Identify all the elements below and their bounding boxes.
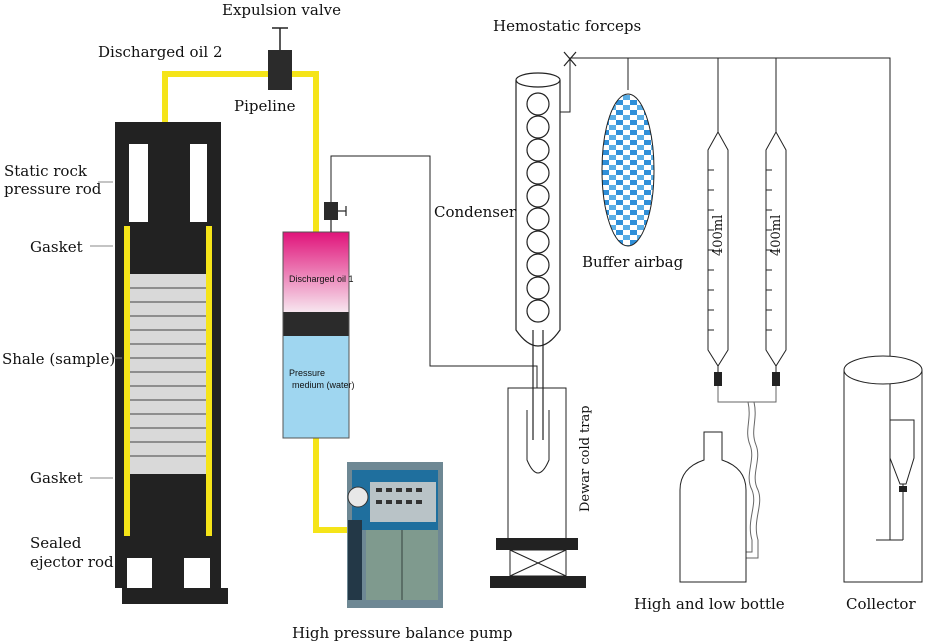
label-dewar-cold-trap: Dewar cold trap [578,405,593,512]
oil-water-cylinder [282,231,350,439]
gasket-top [129,222,207,274]
pressure-medium-chamber [283,336,349,438]
label-sealed-1: Sealed [30,534,82,552]
sealed-ejector-rod [115,536,221,558]
dewar-cold-trap [490,387,586,588]
label-collector: Collector [846,595,916,613]
high-pressure-pump-image [347,462,443,608]
label-pressure-medium-2: medium (water) [292,380,355,390]
label-buffer-airbag: Buffer airbag [582,253,684,271]
label-cylinder-1-volume: 400ml [711,215,726,256]
label-discharged-oil-2: Discharged oil 2 [98,43,222,61]
cylinder-2-valve-icon [772,372,780,386]
label-discharged-oil-1: Discharged oil 1 [289,274,354,284]
label-pressure-medium-1: Pressure [289,368,325,378]
label-pipeline: Pipeline [234,97,296,115]
label-shale: Shale (sample) [2,350,115,368]
discharged-oil-1-chamber [283,232,349,312]
label-sealed-2: ejector rod [30,553,114,571]
label-expulsion-valve: Expulsion valve [222,1,341,19]
cylinder-valve-icon [324,202,347,232]
expulsion-valve-icon [268,27,292,90]
yellow-pipeline [162,71,350,533]
label-static-rock-2: pressure rod [4,180,102,198]
label-gasket-top: Gasket [30,238,83,256]
high-low-bottle [679,431,747,583]
buffer-airbag [601,93,655,247]
label-static-rock-1: Static rock [4,162,88,180]
cylinder-1-valve-icon [714,372,722,386]
shale-sample [129,274,207,474]
label-cylinder-2-volume: 400ml [769,215,784,256]
condenser [515,72,561,440]
measuring-cylinder-2 [765,58,787,372]
label-high-pressure-pump: High pressure balance pump [292,624,513,642]
collector [843,355,923,583]
hemostatic-forceps-icon [563,51,577,67]
label-hemostatic-forceps: Hemostatic forceps [493,17,641,35]
label-high-low-bottle: High and low bottle [634,595,785,613]
gasket-bottom [129,474,207,536]
label-condenser: Condenser [434,203,517,221]
pressure-vessel [115,122,228,604]
gas-pipe [330,155,538,388]
measuring-cylinder-1 [707,58,729,372]
label-gasket-bottom: Gasket [30,469,83,487]
static-rock-pressure-rod [148,144,190,234]
